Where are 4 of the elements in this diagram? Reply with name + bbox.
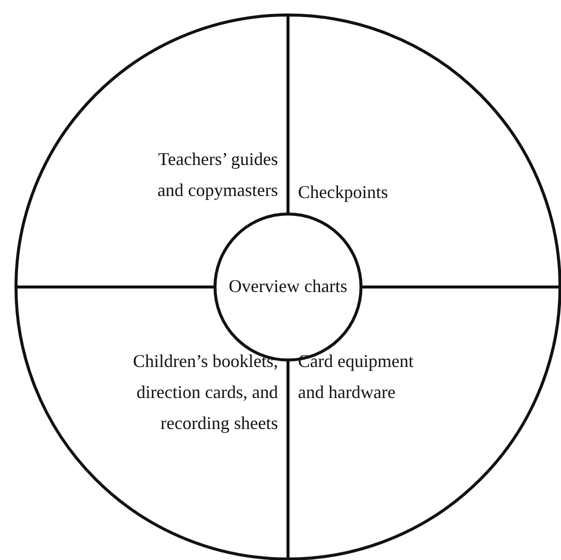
quadrant-label: Teachers’ guides and copymasters bbox=[156, 148, 278, 202]
quadrant-label: Children’s booklets, direction cards, and recording sheets bbox=[132, 350, 278, 435]
quadrant-label: Checkpoints bbox=[298, 181, 389, 204]
center-label: Overview charts bbox=[228, 275, 348, 298]
